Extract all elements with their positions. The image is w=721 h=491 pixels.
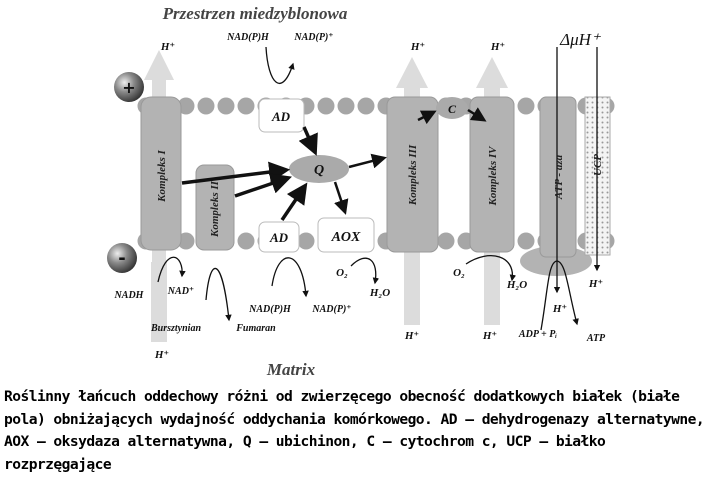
atp-label: ATP	[586, 333, 606, 344]
arrow-o2-to-h2o-aox	[350, 257, 380, 285]
nadh-label: NADH	[114, 290, 145, 301]
arrow-ad-bottom-to-q	[280, 182, 308, 221]
arrow-c2-to-q	[234, 173, 292, 198]
aox-label: AOX	[331, 230, 361, 245]
positive-side-sphere	[114, 72, 144, 102]
complex-3-label: Kompleks III	[407, 144, 419, 206]
membrane-bead	[237, 97, 255, 115]
membrane-bead	[177, 97, 195, 115]
membrane-bead	[297, 232, 315, 250]
arrow-succinate-to-fumarate	[205, 267, 232, 322]
respiratory-chain-diagram: Przestrzen miedzyblonowa Matrix + - Komp…	[107, 4, 615, 379]
arrow-nadh-to-nad	[157, 256, 186, 283]
arrow-c3-to-c	[417, 110, 437, 125]
arrow-q-to-aox	[333, 181, 349, 215]
membrane-bead	[337, 97, 355, 115]
arrow-c1-to-q	[181, 161, 291, 185]
complex-1-box	[140, 96, 182, 251]
bursztynian-label: Bursztynian	[150, 323, 201, 334]
nadp-top-label: NAD(P)⁺	[293, 32, 333, 43]
nadph-bottom-label: NAD(P)H	[248, 304, 292, 315]
cytochrome-c-label: C	[448, 102, 457, 116]
adp-pi-label: ADP + Pᵢ	[518, 329, 557, 340]
membrane-bead	[177, 232, 195, 250]
membrane-bead	[237, 232, 255, 250]
plus-sign: +	[122, 78, 135, 97]
arrow-nadph-top	[265, 46, 295, 85]
cytochrome-c-ellipse	[436, 97, 468, 119]
nadp-bottom-label: NAD(P)⁺	[311, 304, 351, 315]
complex-2-box	[195, 164, 235, 251]
nad-plus-label: NAD⁺	[167, 286, 194, 297]
membrane-bead	[217, 97, 235, 115]
ad-bottom-label: AD	[269, 230, 289, 245]
arrow-c-to-c4	[467, 107, 487, 122]
arrow-ad-top-to-q	[298, 126, 318, 156]
complex-3-box	[386, 96, 439, 253]
membrane-bead	[517, 97, 535, 115]
o2-c4-label: O₂	[453, 267, 465, 279]
membrane-bead	[517, 232, 535, 250]
h2o-c4-label: H₂O	[506, 279, 527, 291]
h-plus-bottom-c1: H⁺	[154, 349, 170, 361]
membrane-bead	[357, 97, 375, 115]
complex-1-label: Kompleks I	[156, 149, 168, 202]
figure-caption: Roślinny łańcuch oddechowy różni od zwie…	[4, 388, 705, 473]
ubiquinone-ellipse	[289, 155, 349, 183]
h-plus-bottom-c3: H⁺	[404, 330, 420, 342]
membrane-bead	[437, 232, 455, 250]
ad-top-box	[258, 98, 305, 133]
minus-sign: -	[118, 248, 125, 269]
arrow-nadph-bottom	[271, 257, 309, 298]
proton-flow-arrow-complex-1-base	[151, 262, 167, 342]
ubiquinone-label: Q	[314, 163, 324, 178]
delta-mu-h-label: ΔμH⁺	[559, 30, 602, 49]
complex-4-label: Kompleks IV	[487, 145, 499, 207]
fumaran-label: Fumaran	[235, 323, 276, 334]
nadph-top-label: NAD(P)H	[226, 32, 270, 43]
ad-bottom-box	[258, 221, 300, 253]
h-plus-top-c1: H⁺	[160, 41, 176, 53]
atp-synthase-box	[539, 96, 577, 258]
h-plus-bottom-c4: H⁺	[482, 330, 498, 342]
arrow-q-to-c3	[348, 153, 387, 169]
aox-box	[317, 217, 375, 253]
negative-side-sphere	[107, 243, 137, 273]
complex-2-label: Kompleks II	[209, 180, 221, 238]
ucp-label: UCP	[592, 154, 604, 176]
arrow-o2-to-h2o-c4	[465, 255, 517, 282]
membrane-bead	[317, 97, 335, 115]
matrix-title: Matrix	[266, 360, 316, 379]
h-plus-atp-synthase: H⁺	[552, 303, 568, 315]
complex-4-box	[469, 96, 515, 253]
h-plus-ucp: H⁺	[588, 278, 604, 290]
h-plus-top-c4: H⁺	[490, 41, 506, 53]
atp-synthase-label: ATP - aza	[553, 154, 565, 200]
h2o-aox-label: H₂O	[369, 287, 390, 299]
membrane-bead	[197, 97, 215, 115]
intermembrane-space-title: Przestrzen miedzyblonowa	[162, 4, 348, 23]
ad-top-label: AD	[271, 109, 291, 124]
h-plus-top-c3: H⁺	[410, 41, 426, 53]
o2-aox-label: O₂	[336, 267, 348, 279]
